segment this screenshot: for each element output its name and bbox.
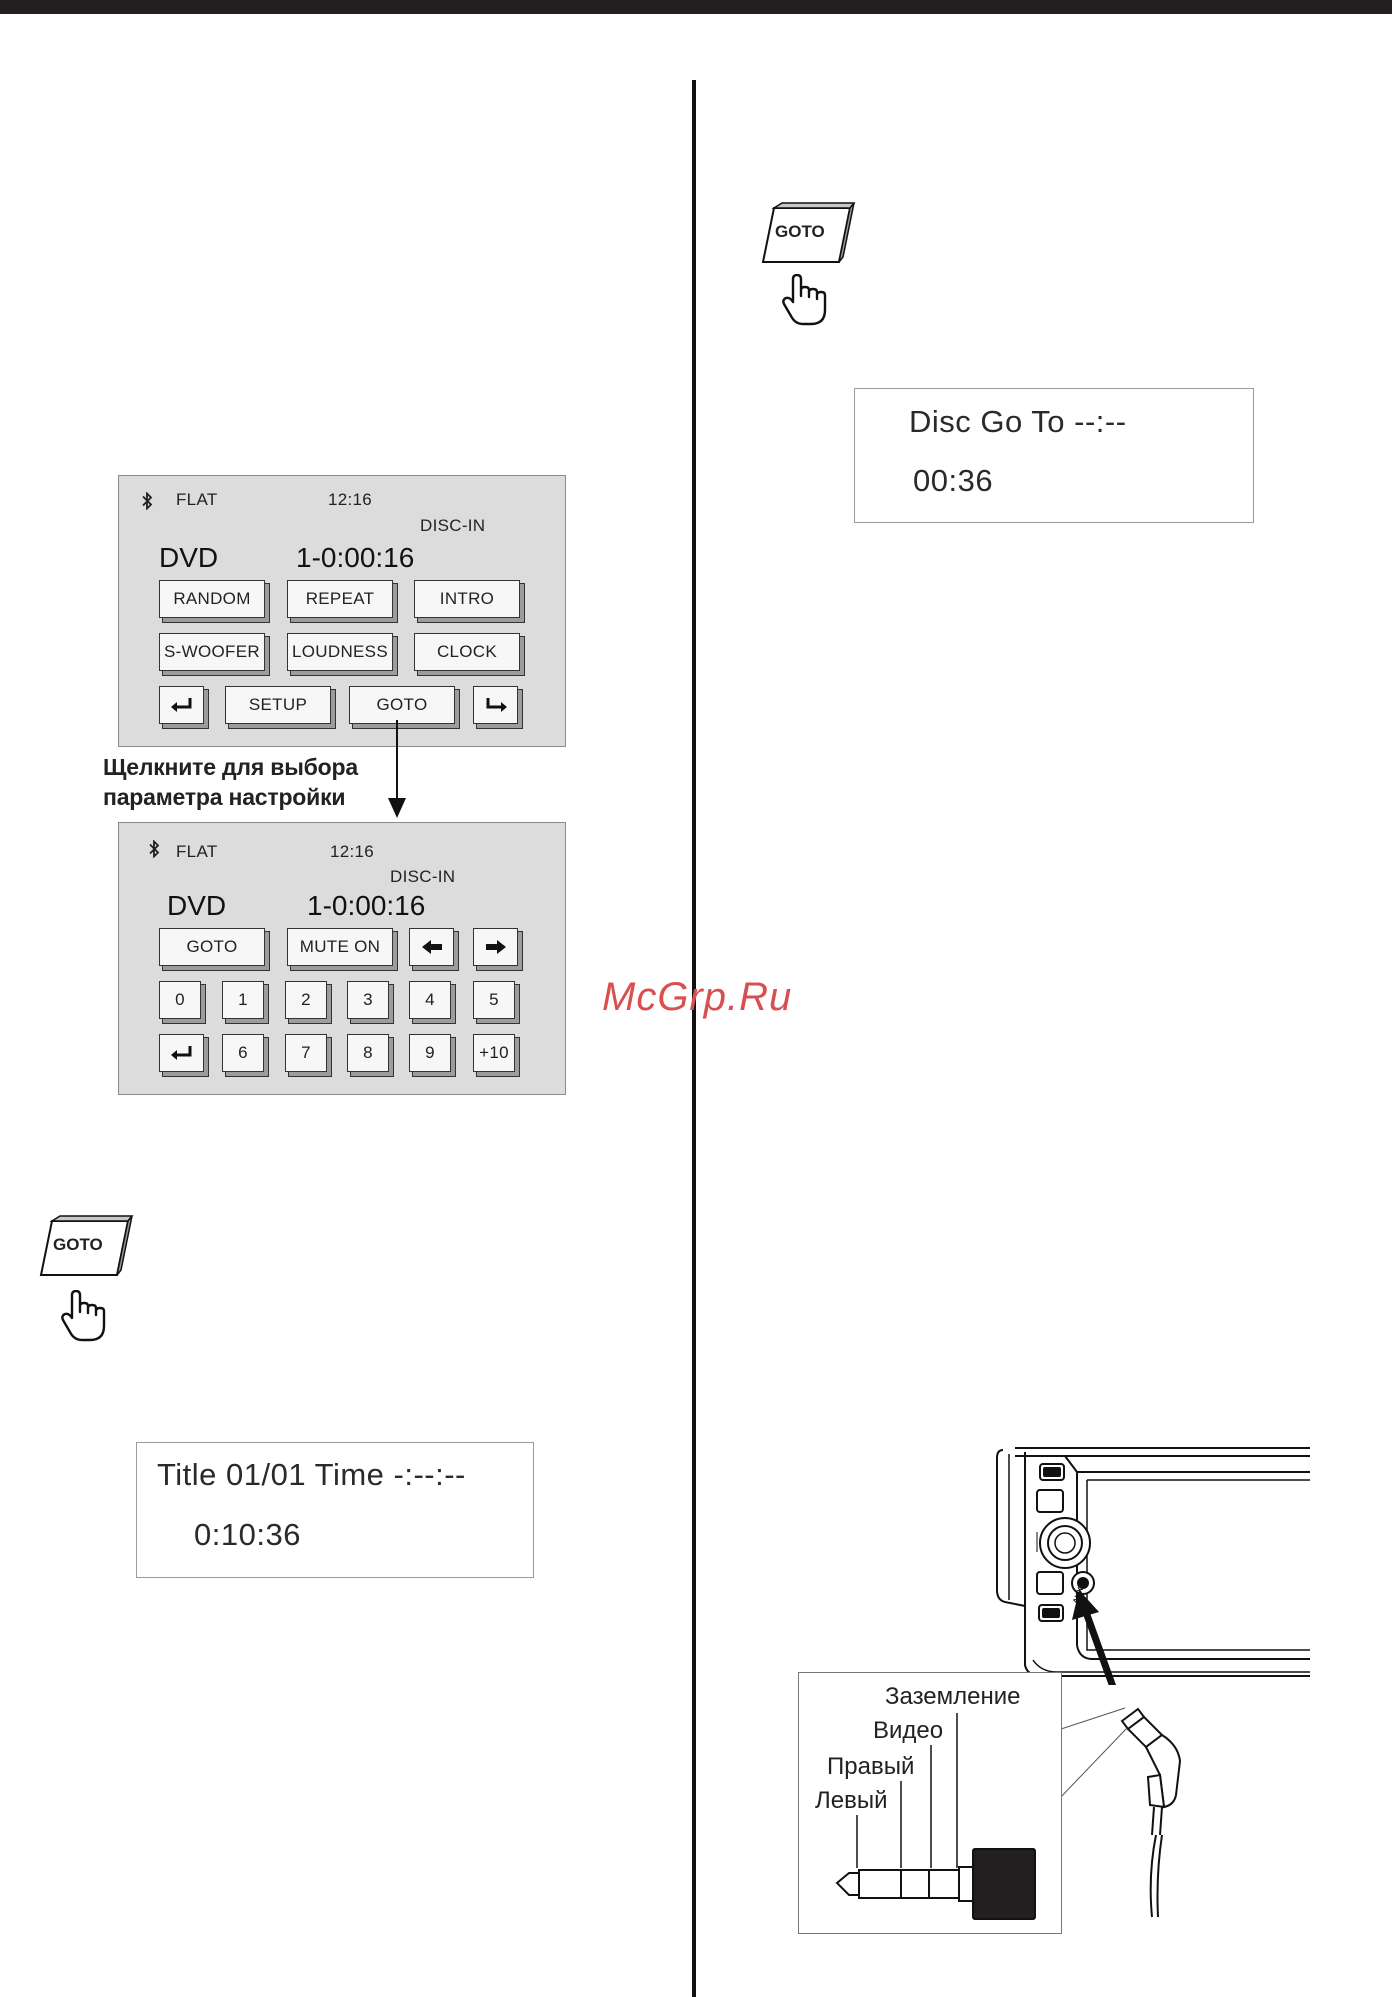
swoofer-button[interactable]: S-WOOFER (159, 633, 265, 671)
goto-button[interactable]: GOTO (159, 928, 265, 966)
digit-0-button[interactable]: 0 (159, 981, 201, 1019)
audio-jack-icon (1120, 1707, 1182, 1918)
mute-on-button[interactable]: MUTE ON (287, 928, 393, 966)
goto-key-shape (39, 1215, 134, 1276)
hand-pointer-icon (782, 274, 827, 326)
left-label: Левый (815, 1787, 888, 1814)
source-label: DVD (159, 542, 219, 573)
loudness-button[interactable]: LOUDNESS (287, 633, 393, 671)
top-bar (0, 0, 1392, 14)
digit-7-button[interactable]: 7 (285, 1034, 327, 1072)
clock-time: 12:16 (330, 842, 375, 861)
return-arrow-icon (170, 1046, 191, 1060)
title-time-line: Title 01/01 Time -:--:-- (157, 1457, 466, 1492)
back-button[interactable] (159, 686, 204, 724)
digit-4-button[interactable]: 4 (409, 981, 451, 1019)
random-button[interactable]: RANDOM (159, 580, 265, 618)
play-counter: 1-0:00:16 (296, 542, 415, 573)
caption-line-2: параметра настройки (103, 784, 346, 810)
digit-2-button[interactable]: 2 (285, 981, 327, 1019)
bluetooth-icon (149, 840, 160, 858)
column-divider (692, 80, 696, 1997)
touch-panel-goto: FLAT 12:16 DISC-IN DVD 1-0:00:16 GOTO MU… (118, 822, 566, 1095)
right-label: Правый (827, 1753, 915, 1780)
goto-key-shape (761, 202, 856, 263)
play-counter: 1-0:00:16 (307, 890, 426, 921)
goto-key-label: GOTO (53, 1235, 103, 1254)
arrow-left-icon (421, 940, 442, 954)
intro-button[interactable]: INTRO (414, 580, 520, 618)
clock-time: 12:16 (328, 490, 373, 509)
goto-button[interactable]: GOTO (349, 686, 455, 724)
eq-label: FLAT (176, 490, 218, 509)
digit-1-button[interactable]: 1 (222, 981, 264, 1019)
enter-arrow-icon (486, 698, 507, 712)
source-label: DVD (167, 890, 227, 921)
digit-5-button[interactable]: 5 (473, 981, 515, 1019)
arrow-right-icon (485, 940, 506, 954)
ground-label: Заземление (885, 1683, 1021, 1710)
disc-goto-display: Disc Go To --:-- 00:36 (854, 388, 1254, 523)
arrow-left-button[interactable] (409, 928, 454, 966)
jack-diagram (835, 1713, 1036, 1920)
digit-9-button[interactable]: 9 (409, 1034, 451, 1072)
clock-button[interactable]: CLOCK (414, 633, 520, 671)
return-arrow-icon (170, 698, 191, 712)
video-label: Видео (873, 1717, 944, 1744)
title-time-display: Title 01/01 Time -:--:-- 0:10:36 (136, 1442, 534, 1578)
plus-10-button[interactable]: +10 (473, 1034, 515, 1072)
forward-button[interactable] (473, 686, 518, 724)
digit-8-button[interactable]: 8 (347, 1034, 389, 1072)
eq-label: FLAT (176, 842, 218, 861)
connector-arrow (388, 720, 406, 818)
jack-detail-box: Заземление Видео Правый Левый (798, 1672, 1062, 1934)
goto-key-graphic[interactable]: GOTO (760, 202, 856, 264)
hand-pointer-icon (61, 1290, 106, 1342)
instruction-caption: Щелкните для выбора параметра настройки (103, 752, 358, 812)
back-button[interactable] (159, 1034, 204, 1072)
setup-button[interactable]: SETUP (225, 686, 331, 724)
disc-goto-value: 00:36 (913, 463, 994, 498)
digit-6-button[interactable]: 6 (222, 1034, 264, 1072)
repeat-button[interactable]: REPEAT (287, 580, 393, 618)
goto-key-graphic[interactable]: GOTO (38, 1215, 134, 1277)
head-unit-illustration (996, 1447, 1310, 1685)
disc-status: DISC-IN (420, 516, 486, 535)
watermark: McGrp.Ru (602, 975, 793, 1019)
disc-goto-line: Disc Go To --:-- (909, 404, 1127, 439)
zoom-lines (1057, 1707, 1128, 1801)
caption-line-1: Щелкните для выбора (103, 754, 358, 780)
bluetooth-icon (142, 492, 153, 510)
goto-key-label: GOTO (775, 222, 825, 241)
digit-3-button[interactable]: 3 (347, 981, 389, 1019)
title-time-value: 0:10:36 (194, 1517, 301, 1552)
disc-status: DISC-IN (390, 867, 456, 886)
arrow-right-button[interactable] (473, 928, 518, 966)
touch-panel-main: FLAT 12:16 DISC-IN DVD 1-0:00:16 RANDOM … (118, 475, 566, 747)
